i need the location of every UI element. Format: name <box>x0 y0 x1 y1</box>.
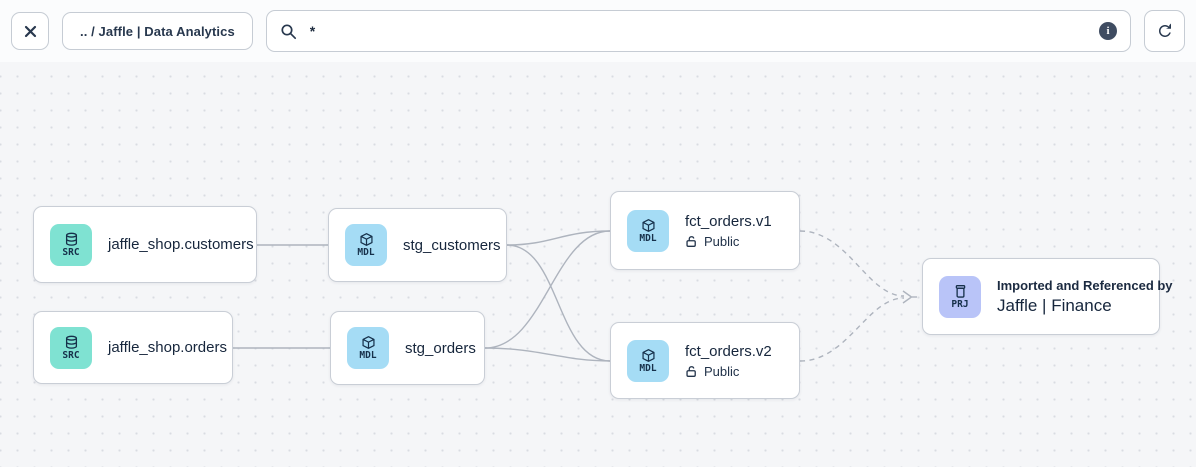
node-stg-customers[interactable]: MDL stg_customers <box>328 208 507 282</box>
close-icon <box>23 24 38 39</box>
badge-label: MDL <box>359 350 377 362</box>
model-badge: MDL <box>627 209 669 252</box>
access-label: Public <box>704 363 740 379</box>
node-label: jaffle_shop.customers <box>108 236 254 253</box>
badge-label: SRC <box>62 246 80 258</box>
access-label: Public <box>704 233 740 249</box>
info-icon[interactable]: i <box>1099 22 1117 40</box>
cube-icon <box>361 335 376 350</box>
badge-label: MDL <box>639 362 657 374</box>
project-reference-title: Imported and Referenced by <box>997 277 1173 293</box>
archive-icon <box>953 284 968 299</box>
access-row: Public <box>685 234 772 249</box>
edges-layer <box>233 230 921 362</box>
node-stg-orders[interactable]: MDL stg_orders <box>330 311 485 385</box>
search-input[interactable] <box>307 22 1088 40</box>
cube-icon <box>641 348 656 363</box>
node-jaffle-shop-customers[interactable]: SRC jaffle_shop.customers <box>33 206 257 283</box>
cube-icon <box>359 232 374 247</box>
database-icon <box>64 232 79 247</box>
model-badge: MDL <box>627 339 669 382</box>
model-badge: MDL <box>345 224 387 266</box>
badge-label: PRJ <box>951 298 969 310</box>
badge-label: SRC <box>62 349 80 361</box>
node-label: fct_orders.v1 <box>685 212 772 230</box>
source-badge: SRC <box>50 326 92 369</box>
access-row: Public <box>685 364 772 379</box>
source-badge: SRC <box>50 223 92 266</box>
node-label: Jaffle | Finance <box>997 295 1112 315</box>
node-jaffle-shop-orders[interactable]: SRC jaffle_shop.orders <box>33 311 233 384</box>
badge-label: MDL <box>639 232 657 244</box>
edge-stg_orders-to-fct_orders.v2 <box>484 347 611 362</box>
project-badge: PRJ <box>939 275 981 318</box>
cube-icon <box>641 218 656 233</box>
edge-stg_customers-to-fct_orders.v1 <box>506 230 611 246</box>
node-fct-orders-v1[interactable]: MDL fct_orders.v1 Public <box>610 191 800 270</box>
edge-stg_orders-to-fct_orders.v1 <box>484 230 611 349</box>
edge-fct_orders.v1-to-jaffle_finance <box>799 230 905 297</box>
refresh-icon <box>1156 22 1174 40</box>
edge-fct_orders.v2-to-jaffle_finance <box>799 297 905 362</box>
node-label: jaffle_shop.orders <box>108 339 227 356</box>
unlock-icon <box>685 235 698 248</box>
model-badge: MDL <box>347 327 389 369</box>
database-icon <box>64 335 79 350</box>
edge-stg_customers-to-fct_orders.v2 <box>506 244 611 362</box>
search-icon <box>280 23 297 40</box>
unlock-icon <box>685 365 698 378</box>
toolbar: .. / Jaffle | Data Analytics i <box>0 0 1196 62</box>
node-fct-orders-v2[interactable]: MDL fct_orders.v2 Public <box>610 322 800 399</box>
refresh-button[interactable] <box>1144 10 1185 52</box>
breadcrumb-button[interactable]: .. / Jaffle | Data Analytics <box>62 12 253 50</box>
node-label: stg_orders <box>405 339 476 357</box>
lineage-canvas[interactable]: SRC jaffle_shop.customers SRC jaffle_sho… <box>0 62 1196 467</box>
node-label: fct_orders.v2 <box>685 342 772 360</box>
breadcrumb: .. / Jaffle | Data Analytics <box>80 23 235 39</box>
close-button[interactable] <box>11 12 49 50</box>
badge-label: MDL <box>357 247 375 259</box>
edge-arrowhead <box>902 290 913 304</box>
search-bar[interactable]: i <box>265 10 1131 52</box>
node-jaffle-finance-project[interactable]: PRJ Imported and Referenced by Jaffle | … <box>922 258 1173 335</box>
node-label: stg_customers <box>403 236 501 254</box>
